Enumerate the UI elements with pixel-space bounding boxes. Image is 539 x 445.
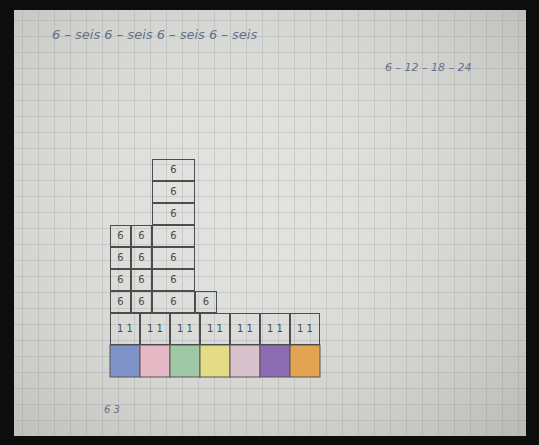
cell-number: 6 [170,297,176,307]
count-cell: 6 [152,247,195,269]
count-cell: 6 [152,291,195,313]
cell-number: 1 1 [297,324,313,334]
count-cell: 6 [152,203,195,225]
cell-number: 1 1 [177,324,193,334]
cell-number: 6 [170,209,176,219]
ones-cell: 1 1 [110,313,140,345]
cell-number: 1 1 [147,324,163,334]
orange-square [290,345,320,377]
cell-number: 6 [117,297,123,307]
cell-number: 6 [138,275,144,285]
ones-cell: 1 1 [140,313,170,345]
cell-number: 1 1 [207,324,223,334]
paper [14,10,526,436]
cell-number: 1 1 [117,324,133,334]
handwritten-note: 6 3 [104,404,120,415]
count-cell: 6 [131,225,152,247]
cell-number: 1 1 [237,324,253,334]
ones-cell: 1 1 [230,313,260,345]
cell-number: 1 1 [267,324,283,334]
count-cell: 6 [110,247,131,269]
count-cell: 6 [131,291,152,313]
ones-cell: 1 1 [290,313,320,345]
count-cell: 6 [110,225,131,247]
cell-number: 6 [117,275,123,285]
cell-number: 6 [138,253,144,263]
handwritten-note: 6 – 12 – 18 – 24 [385,62,471,74]
cell-number: 6 [170,165,176,175]
purple-square [260,345,290,377]
cell-number: 6 [170,231,176,241]
cell-number: 6 [138,297,144,307]
cell-number: 6 [117,253,123,263]
cell-number: 6 [138,231,144,241]
ones-cell: 1 1 [260,313,290,345]
cell-number: 6 [170,187,176,197]
rose-square [230,345,260,377]
cell-number: 6 [117,231,123,241]
paper-shading [14,10,526,436]
yellow-square [200,345,230,377]
grid-lines [14,10,526,436]
cell-number: 6 [203,297,209,307]
cell-number: 6 [170,275,176,285]
count-cell: 6 [110,269,131,291]
count-cell: 6 [152,181,195,203]
count-cell: 6 [110,291,131,313]
handwritten-note: 6 – seis 6 – seis 6 – seis 6 – seis [52,28,257,42]
count-cell: 6 [152,269,195,291]
count-cell: 6 [152,225,195,247]
count-cell: 6 [131,247,152,269]
ones-cell: 1 1 [170,313,200,345]
count-cell: 6 [131,269,152,291]
cell-number: 6 [170,253,176,263]
blue-square [110,345,140,377]
green-square [170,345,200,377]
count-cell: 6 [195,291,217,313]
pink-square [140,345,170,377]
count-cell: 6 [152,159,195,181]
ones-cell: 1 1 [200,313,230,345]
colour-squares [110,345,320,377]
